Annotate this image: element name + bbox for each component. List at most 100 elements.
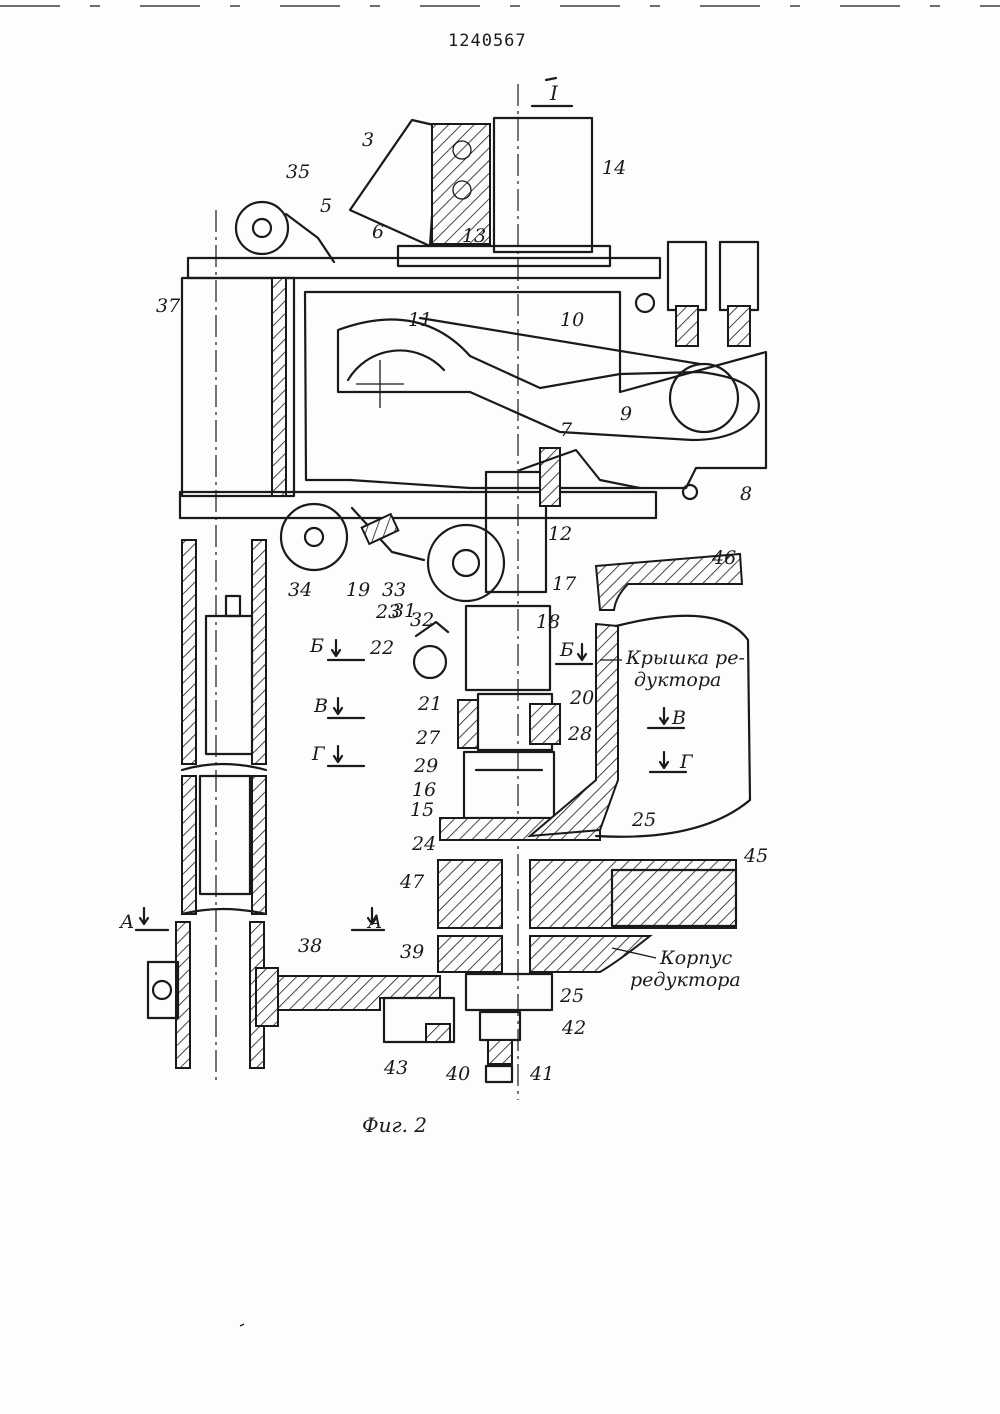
part-label-15: 15: [410, 799, 434, 821]
nut-40: [488, 1040, 512, 1064]
section-B-left: Б: [309, 635, 324, 657]
housing-15-16: [464, 752, 554, 818]
section-G-left: Г: [311, 743, 326, 765]
pin-8: [683, 485, 697, 499]
motor-14: [494, 118, 592, 252]
view-marker: I: [532, 78, 572, 106]
part-label-27: 27: [415, 727, 441, 749]
cover-annotation-line1: Крышка ре-: [625, 647, 745, 669]
cylinder-36-column: [148, 540, 266, 1068]
reducer-cover: [530, 554, 750, 837]
part-label-6: 6: [372, 221, 384, 243]
pulley-35-hub: [253, 219, 271, 237]
section-A-left: А: [118, 911, 134, 933]
bearing-25: [466, 974, 552, 1010]
part-label-38: 38: [298, 935, 322, 957]
part-label-14: 14: [602, 157, 626, 179]
tube-wall-right: [252, 540, 266, 764]
part-label-12: 12: [548, 523, 572, 545]
document-number: 1240567: [448, 31, 527, 51]
nut-42: [480, 1012, 520, 1040]
part-label-20: 20: [569, 687, 594, 709]
cover-annotation-line2: дуктора: [634, 669, 721, 691]
valve-a: [668, 242, 706, 310]
housing-lower-right: [530, 936, 650, 972]
pulley-9-hub: [670, 364, 738, 432]
part-label-24: 24: [411, 833, 436, 855]
housing-annotation-line2: редуктора: [630, 969, 741, 991]
section-B-right-arrow: [578, 644, 586, 660]
section-V-left-arrow: [334, 698, 342, 714]
part-label-10: 10: [560, 309, 584, 331]
pulley-35-outer: [236, 202, 288, 254]
tube-wall-left: [182, 540, 196, 764]
arm-8: [520, 450, 640, 488]
housing-annotation-line1: Корпус: [659, 947, 733, 969]
tube-wall-right-2: [252, 776, 266, 914]
part-label-45: 45: [743, 845, 768, 867]
shaft-12-body: [486, 472, 546, 592]
part-label-28: 28: [567, 723, 592, 745]
housing-left-block: [438, 860, 502, 928]
part-label-25-lower: 25: [559, 985, 584, 1007]
section-G-right: Г: [679, 751, 694, 773]
arm-38: [278, 976, 440, 1010]
column-wall: [272, 278, 286, 496]
part-43: [426, 1024, 450, 1042]
part-label-41: 41: [529, 1063, 554, 1085]
section-G-left-arrow: [334, 746, 342, 762]
cylinder-36-rod: [226, 596, 240, 616]
top-plate-6: [188, 258, 660, 278]
bolt-41: [486, 1066, 512, 1082]
part-label-46: 46: [711, 547, 736, 569]
section-G-right-arrow: [660, 752, 668, 768]
section-B-left-arrow: [332, 640, 340, 656]
part-label-19: 19: [346, 579, 370, 601]
part-label-39: 39: [400, 941, 424, 963]
clamp-bolt: [153, 981, 171, 999]
part-label-17: 17: [552, 573, 577, 595]
section-B-right: Б: [559, 639, 574, 661]
part-label-35: 35: [286, 161, 310, 183]
scan-speck: [240, 1324, 244, 1326]
part-label-13: 13: [462, 225, 486, 247]
pulley-35-bracket: [286, 214, 334, 262]
valve-a-stem: [676, 306, 698, 346]
part-label-40: 40: [445, 1063, 470, 1085]
part-label-5: 5: [320, 195, 332, 217]
valve-b-stem: [728, 306, 750, 346]
part-label-29: 29: [413, 755, 438, 777]
roller-34: [281, 504, 347, 570]
roller-34-hub: [305, 528, 323, 546]
part-21: [458, 700, 478, 748]
part-label-37: 37: [156, 295, 181, 317]
pivot-pin: [636, 294, 654, 312]
section-V-left: В: [313, 695, 328, 717]
part-label-43: 43: [383, 1057, 408, 1079]
part-label-18: 18: [536, 611, 560, 633]
part-label-33: 33: [382, 579, 406, 601]
tube-wall-left-2: [182, 776, 196, 914]
section-A-left-arrow: [140, 908, 148, 924]
part-label-47: 47: [399, 871, 425, 893]
figure-caption: Фиг. 2: [362, 1113, 427, 1137]
motor-base-plate: [398, 246, 610, 266]
hub-11: [348, 350, 444, 380]
part-label-7: 7: [560, 419, 573, 441]
part-label-42: 42: [561, 1017, 586, 1039]
section-V-right-arrow: [660, 708, 668, 724]
part-label-23: 23: [375, 601, 400, 623]
arm-joint: [256, 968, 278, 1026]
section-V-right: В: [671, 707, 686, 729]
gear-28: [530, 704, 560, 744]
view-marker-arrow: [546, 78, 556, 80]
part-label-25: 25: [631, 809, 656, 831]
part-label-32: 32: [410, 609, 434, 631]
roller-32: [428, 525, 504, 601]
part-label-16: 16: [412, 779, 436, 801]
view-marker-label: I: [549, 81, 559, 105]
part-label-11: 11: [408, 309, 432, 331]
part-label-21: 21: [417, 693, 442, 715]
